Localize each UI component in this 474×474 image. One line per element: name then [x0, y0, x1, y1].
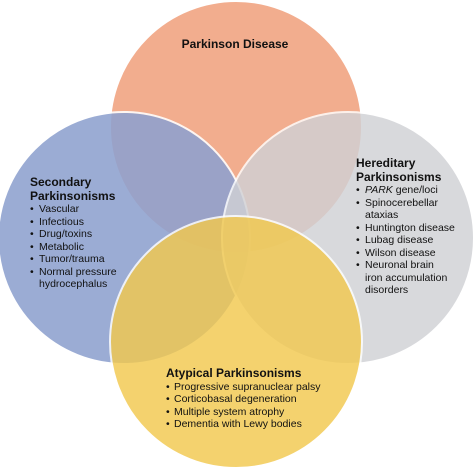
parkinson-disease-title: Parkinson Disease — [181, 37, 289, 51]
list-item: Multiple system atrophy — [166, 406, 366, 419]
list-item: Dementia with Lewy bodies — [166, 418, 366, 431]
list-item: Lubag disease — [356, 234, 474, 247]
secondary-title-line1: Secondary — [30, 175, 92, 189]
list-item: Infectious — [30, 216, 180, 229]
list-item: Vascular — [30, 203, 180, 216]
secondary-parkinsonisms-group: Secondary Parkinsonisms Vascular Infecti… — [30, 175, 180, 291]
secondary-title-line2: Parkinsonisms — [30, 188, 116, 203]
list-item: Spinocerebellar ataxias — [356, 197, 474, 222]
list-item: Normal pressure hydrocephalus — [30, 266, 180, 291]
list-item-line: ataxias — [365, 209, 399, 221]
list-item: Metabolic — [30, 241, 180, 254]
secondary-list: Vascular Infectious Drug/toxins Metaboli… — [30, 203, 180, 291]
list-item: Corticobasal degeneration — [166, 393, 366, 406]
list-item: Progressive supranuclear palsy — [166, 381, 366, 394]
list-item: PARK gene/loci — [356, 184, 474, 197]
list-item-line: Spinocerebellar — [365, 196, 438, 209]
list-item: Huntington disease — [356, 222, 474, 235]
atypical-list: Progressive supranuclear palsy Corticoba… — [166, 381, 366, 431]
list-item-line: Neuronal brain — [365, 259, 434, 271]
park-italic: PARK — [365, 184, 393, 196]
hereditary-title-line1: Hereditary — [356, 156, 416, 170]
hereditary-parkinsonisms-group: Hereditary Parkinsonisms PARK gene/loci … — [356, 156, 474, 297]
list-item: Drug/toxins — [30, 228, 180, 241]
list-item: Wilson disease — [356, 247, 474, 260]
list-item: Neuronal brain iron accumulation disorde… — [356, 259, 474, 297]
atypical-title: Atypical Parkinsonisms — [166, 366, 302, 380]
list-item-line: hydrocephalus — [39, 278, 108, 290]
atypical-parkinsonisms-group: Atypical Parkinsonisms Progressive supra… — [166, 366, 366, 431]
list-item: Tumor/trauma — [30, 253, 180, 266]
list-item-line: Normal pressure — [39, 265, 117, 278]
list-item-text: gene/loci — [392, 184, 438, 196]
list-item-line: disorders — [365, 284, 409, 296]
hereditary-list: PARK gene/loci Spinocerebellar ataxias H… — [356, 184, 474, 297]
hereditary-title-line2: Parkinsonisms — [356, 169, 442, 184]
list-item-line: iron accumulation — [365, 271, 448, 284]
